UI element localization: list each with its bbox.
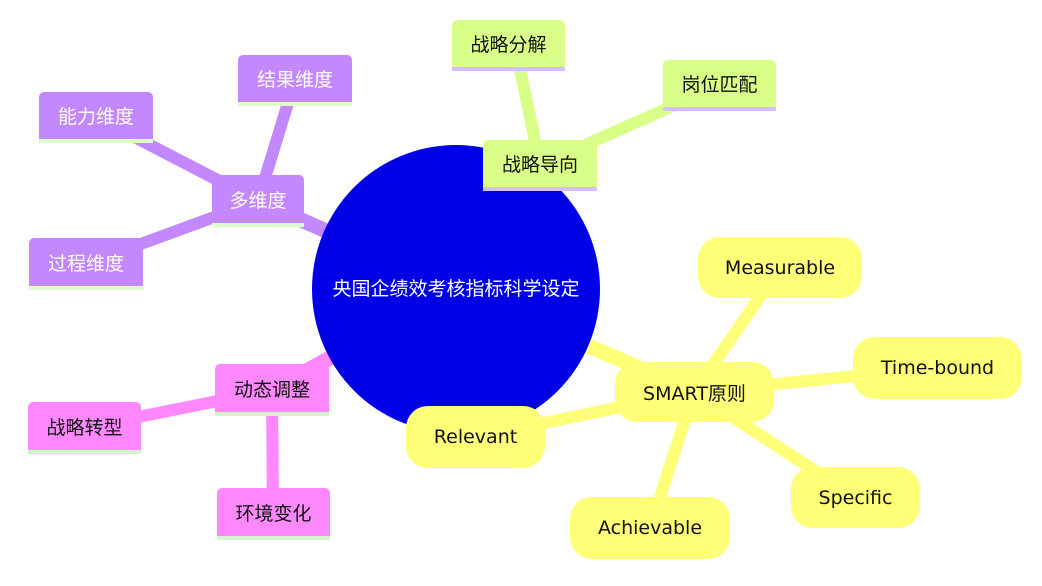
node-match[interactable]: 岗位匹配: [663, 60, 776, 111]
node-multi[interactable]: 多维度: [212, 175, 304, 227]
node-decompose[interactable]: 战略分解: [452, 20, 565, 71]
node-timebound[interactable]: Time-bound: [853, 337, 1022, 399]
node-measurable[interactable]: Measurable: [698, 237, 862, 298]
node-achievable[interactable]: Achievable: [570, 497, 730, 559]
node-specific[interactable]: Specific: [791, 467, 920, 528]
node-transform[interactable]: 战略转型: [28, 402, 141, 454]
node-env[interactable]: 环境变化: [217, 488, 330, 540]
root-node[interactable]: 央国企绩效考核指标科学设定: [312, 145, 600, 433]
node-dynamic[interactable]: 动态调整: [215, 364, 329, 416]
root-label: 央国企绩效考核指标科学设定: [332, 277, 580, 300]
node-smart[interactable]: SMART原则: [615, 362, 774, 422]
node-ability[interactable]: 能力维度: [39, 92, 153, 143]
node-process[interactable]: 过程维度: [29, 238, 143, 290]
node-strategy[interactable]: 战略导向: [483, 140, 597, 191]
node-result[interactable]: 结果维度: [238, 55, 352, 106]
node-relevant[interactable]: Relevant: [406, 406, 545, 468]
